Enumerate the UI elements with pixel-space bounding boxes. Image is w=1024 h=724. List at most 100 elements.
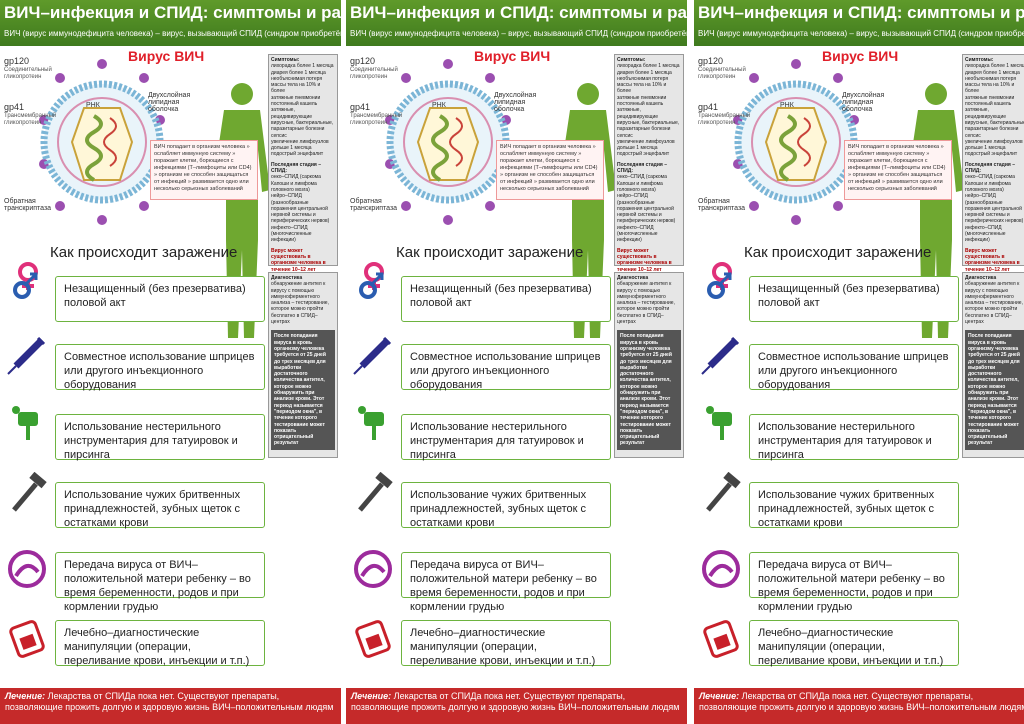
diagnostics-box: Диагностика обнаружение антител к вирусу… xyxy=(268,272,338,458)
symptom-item: затяжные пневмонии xyxy=(617,94,667,101)
footer-label: Лечение: xyxy=(699,691,740,701)
gender-symbols-icon xyxy=(13,262,38,299)
virus-title: Вирус ВИЧ xyxy=(128,48,205,64)
blood-bag-icon xyxy=(9,620,45,658)
aids-stage-item: нейро–СПИД (разнообразные поражения цент… xyxy=(271,193,330,225)
diagnostics-heading: Диагностика xyxy=(965,275,997,281)
hiv-virus-diagram xyxy=(385,59,511,225)
gender-symbols-icon xyxy=(707,262,732,299)
window-period-note: После попадания вируса в кровь организму… xyxy=(271,330,335,450)
footer-treatment: Лечение: Лекарства от СПИДа пока нет. Су… xyxy=(694,688,1024,724)
symptom-item: диарея более 1 месяца xyxy=(617,69,672,76)
transmission-route: Использование чужих бритвенных принадлеж… xyxy=(401,482,611,529)
transmission-heading: Как происходит заражение xyxy=(744,244,932,261)
page-subtitle: ВИЧ (вирус иммунодефицита человека) – ви… xyxy=(350,29,687,38)
footer-treatment: Лечение: Лекарства от СПИДа пока нет. Су… xyxy=(0,688,341,724)
hiv-virus-diagram xyxy=(39,59,165,225)
symptom-item: затяжные, рецидивирующие вирусные, бакте… xyxy=(965,107,1024,133)
symptom-item: сепсис xyxy=(271,132,287,139)
gender-symbols-icon xyxy=(359,262,384,299)
transmission-route: Незащищенный (без презерватива) половой … xyxy=(401,276,611,322)
page-title: ВИЧ–инфекция и СПИД: симптомы и распрост… xyxy=(350,3,687,22)
transmission-route: Лечебно–диагностические манипуляции (опе… xyxy=(55,620,265,667)
rna-label: РНК xyxy=(780,102,794,109)
footer-label: Лечение: xyxy=(5,691,46,701)
header-bar: ВИЧ–инфекция и СПИД: симптомы и распрост… xyxy=(346,0,687,46)
transmission-route: Использование нестерильного инструментар… xyxy=(401,414,611,461)
page-title: ВИЧ–инфекция и СПИД: симптомы и распрост… xyxy=(4,3,341,22)
transmission-route: Передача вируса от ВИЧ–положительной мат… xyxy=(401,552,611,613)
syringe-icon xyxy=(7,336,46,375)
symptoms-heading: Симптомы: xyxy=(965,57,994,63)
symptom-item: подострый энцефалит xyxy=(965,151,1018,158)
diagnostics-text: обнаружение антител к вирусу с помощью и… xyxy=(617,281,675,326)
transmission-heading: Как происходит заражение xyxy=(396,244,584,261)
transmission-route: Использование чужих бритвенных принадлеж… xyxy=(55,482,265,529)
transmission-heading: Как происходит заражение xyxy=(50,244,238,261)
diagnostics-box: Диагностика обнаружение антител к вирусу… xyxy=(962,272,1024,458)
syringe-icon xyxy=(701,336,740,375)
rt-label: Обратная транскриптаза xyxy=(698,198,746,212)
aids-stage-item: онко–СПИД (саркома Капоши и лимфома голо… xyxy=(271,174,321,193)
symptom-item: необъяснимая потеря массы тела на 10% и … xyxy=(271,75,323,95)
rt-label: Обратная транскриптаза xyxy=(4,198,52,212)
transmission-route: Совместное использование шприцев или дру… xyxy=(749,344,959,391)
symptoms-box: Симптомы: лихорадка более 1 месяца диаре… xyxy=(268,54,338,279)
aids-stage-item: нейро–СПИД (разнообразные поражения цент… xyxy=(617,193,676,225)
razor-icon xyxy=(706,472,741,512)
transmission-route: Незащищенный (без презерватива) половой … xyxy=(749,276,959,322)
virus-spikes xyxy=(385,59,511,225)
last-stage-heading: Последняя стадия – СПИД: xyxy=(965,161,1016,175)
diagnostics-heading: Диагностика xyxy=(617,275,649,281)
footer-text: Лекарства от СПИДа пока нет. Существуют … xyxy=(699,691,1024,712)
last-stage-heading: Последняя стадия – СПИД: xyxy=(271,161,322,175)
window-period-note: После попадания вируса в кровь организму… xyxy=(965,330,1024,450)
symptom-item: необъяснимая потеря массы тела на 10% и … xyxy=(965,75,1017,95)
footer-text: Лекарства от СПИДа пока нет. Существуют … xyxy=(351,691,680,712)
aids-stage-item: инфекто–СПИД (многочисленные инфекции) xyxy=(965,224,1006,244)
symptom-item: затяжные пневмонии xyxy=(965,94,1015,101)
lipid-label: Двухслойная липидная оболочка xyxy=(494,92,537,113)
blood-bag-icon xyxy=(355,620,391,658)
symptom-item: диарея более 1 месяца xyxy=(271,69,326,76)
diagnostics-heading: Диагностика xyxy=(271,275,303,281)
symptom-item: лихорадка более 1 месяца xyxy=(271,63,334,70)
virus-title: Вирус ВИЧ xyxy=(822,48,899,64)
transmission-route: Использование нестерильного инструментар… xyxy=(55,414,265,461)
tattoo-machine-icon xyxy=(706,406,732,440)
transmission-route: Использование нестерильного инструментар… xyxy=(749,414,959,461)
header-bar: ВИЧ–инфекция и СПИД: симптомы и распрост… xyxy=(694,0,1024,46)
symptom-item: постоянный кашель xyxy=(617,101,664,108)
lipid-label: Двухслойная липидная оболочка xyxy=(148,92,191,113)
mother-baby-icon xyxy=(702,550,740,588)
symptom-item: затяжные, рецидивирующие вирусные, бакте… xyxy=(617,107,680,133)
symptom-item: подострый энцефалит xyxy=(617,151,670,158)
symptom-item: увеличение лимфоузлов дольше 1 месяца xyxy=(965,138,1023,152)
page-title: ВИЧ–инфекция и СПИД: симптомы и распрост… xyxy=(698,3,1024,22)
lipid-label: Двухслойная липидная оболочка xyxy=(842,92,885,113)
window-period-note: После попадания вируса в кровь организму… xyxy=(617,330,681,450)
symptom-item: подострый энцефалит xyxy=(271,151,324,158)
rna-label: РНК xyxy=(86,102,100,109)
symptom-item: лихорадка более 1 месяца xyxy=(617,63,680,70)
symptom-item: постоянный кашель xyxy=(965,101,1012,108)
diagnostics-text: обнаружение антител к вирусу с помощью и… xyxy=(271,281,329,326)
infection-process-box: ВИЧ попадает в организм человека » ослаб… xyxy=(844,140,952,200)
symptom-item: лихорадка более 1 месяца xyxy=(965,63,1024,70)
symptom-item: затяжные пневмонии xyxy=(271,94,321,101)
transmission-route: Совместное использование шприцев или дру… xyxy=(55,344,265,391)
symptom-item: постоянный кашель xyxy=(271,101,318,108)
symptom-item: необъяснимая потеря массы тела на 10% и … xyxy=(617,75,669,95)
symptom-item: увеличение лимфоузлов дольше 1 месяца xyxy=(617,138,675,152)
infection-process-box: ВИЧ попадает в организм человека » ослаб… xyxy=(150,140,258,200)
rna-label: РНК xyxy=(432,102,446,109)
diagnostics-text: обнаружение антител к вирусу с помощью и… xyxy=(965,281,1023,326)
aids-stage-item: инфекто–СПИД (многочисленные инфекции) xyxy=(617,224,658,244)
aids-stage-item: нейро–СПИД (разнообразные поражения цент… xyxy=(965,193,1024,225)
page-subtitle: ВИЧ (вирус иммунодефицита человека) – ви… xyxy=(698,29,1024,38)
poster-panel: ВИЧ–инфекция и СПИД: симптомы и распрост… xyxy=(0,0,341,724)
symptoms-heading: Симптомы: xyxy=(271,57,300,63)
